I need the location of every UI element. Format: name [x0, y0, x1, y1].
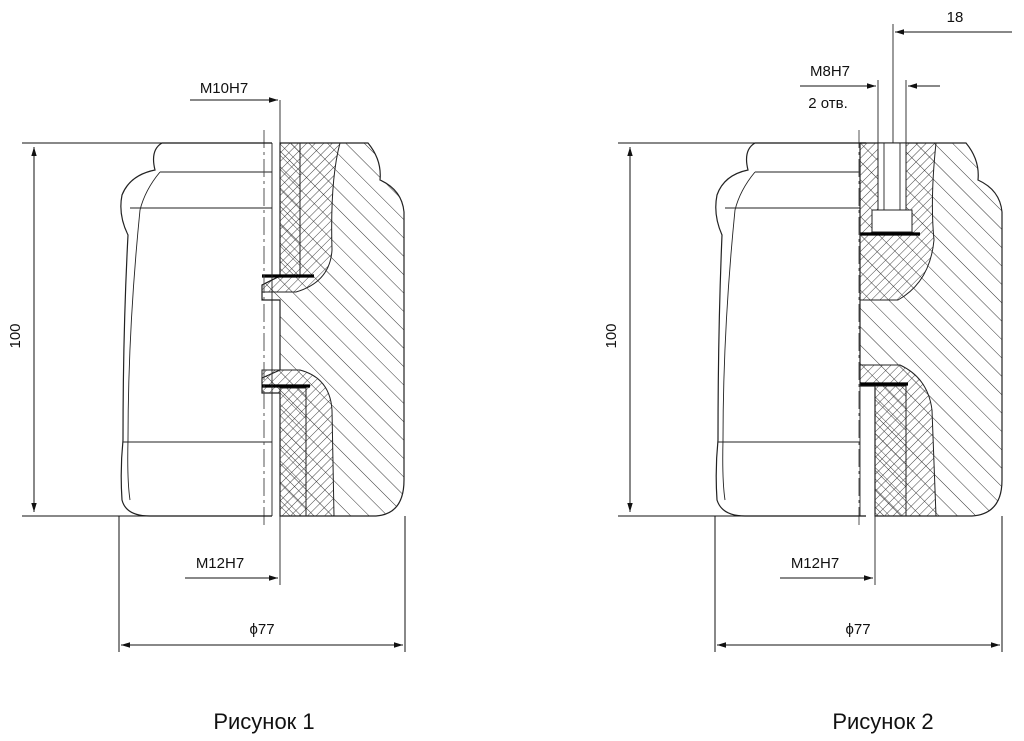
insulator-1-top-insert	[279, 142, 301, 277]
diameter-1-label: ϕ77	[249, 621, 274, 638]
figure-1: 100 ϕ77 M10H7 M12H7 Рисунок 1	[7, 80, 406, 734]
insulator-2-m8-hole-bottom	[871, 209, 913, 233]
height-1-label: 100	[7, 323, 24, 348]
insulator-1-left-outline	[120, 142, 272, 517]
figure-2-caption: Рисунок 2	[832, 709, 933, 734]
insulator-2-left-outline	[715, 142, 866, 517]
figure-1-caption: Рисунок 1	[213, 709, 314, 734]
insulator-2-bottom-insert	[874, 385, 907, 517]
spacing-2-label: 18	[947, 9, 964, 26]
top-thread-2-label: M8H7	[810, 63, 850, 80]
diameter-2-label: ϕ77	[845, 621, 870, 638]
top-thread-1-label: M10H7	[200, 80, 248, 97]
top-thread-2-count-label: 2 отв.	[808, 95, 848, 112]
height-2-label: 100	[603, 323, 620, 348]
bottom-thread-2-label: M12H7	[791, 555, 839, 572]
insulator-2-left-inner	[722, 171, 756, 501]
insulator-1-bottom-insert	[279, 387, 307, 517]
figure-2: 100 ϕ77 18 M8H7 2 отв. M12H7 Рисунок 2	[603, 9, 1012, 734]
insulator-1-left-inner	[127, 171, 161, 501]
bottom-thread-1-label: M12H7	[196, 555, 244, 572]
